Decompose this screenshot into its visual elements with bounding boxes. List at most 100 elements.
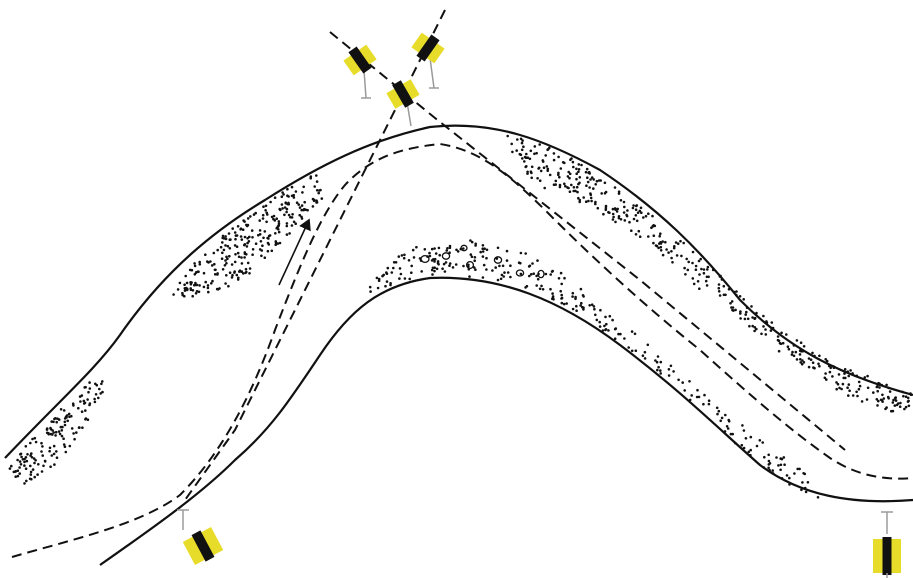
sediment-dot: [19, 460, 22, 463]
sediment-dot: [267, 242, 270, 245]
sediment-dot: [473, 259, 476, 262]
sediment-dot: [817, 496, 820, 499]
sediment-dot: [560, 283, 563, 286]
sediment-dot: [706, 268, 709, 271]
sediment-dot: [438, 254, 441, 257]
sediment-dot: [183, 295, 186, 298]
sediment-dot: [432, 267, 435, 270]
sediment-dot: [719, 420, 722, 423]
sediment-dot: [267, 250, 270, 253]
sediment-dot: [585, 171, 588, 174]
sediment-dot: [10, 465, 13, 468]
sediment-dot: [25, 480, 28, 483]
sediment-dot: [281, 195, 284, 198]
sediment-dot: [844, 368, 847, 371]
sediment-dot: [244, 243, 247, 246]
sediment-dot: [542, 160, 545, 163]
sediment-dot: [549, 273, 552, 276]
sediment-dot: [866, 375, 869, 378]
sediment-dot: [25, 467, 28, 470]
sediment-dot: [785, 333, 788, 336]
sediment-dot: [755, 328, 758, 331]
sediment-dot: [502, 265, 505, 268]
sediment-dot: [576, 186, 579, 189]
sediment-dot: [578, 168, 581, 171]
sediment-dot: [658, 235, 661, 238]
sediment-dot: [534, 145, 537, 148]
sediment-dot: [247, 262, 250, 265]
sediment-dot: [72, 404, 75, 407]
sediment-dot: [445, 249, 448, 252]
sediment-dot: [61, 435, 64, 438]
sediment-dot: [71, 427, 74, 430]
sediment-dot: [718, 287, 721, 290]
sediment-dot: [262, 205, 265, 208]
sediment-dot: [234, 253, 237, 256]
sediment-dot: [572, 308, 575, 311]
sediment-dot: [224, 282, 227, 285]
sediment-dot: [778, 340, 781, 343]
sediment-dot: [29, 478, 32, 481]
sediment-dot: [731, 300, 734, 303]
sediment-dot: [236, 274, 239, 277]
sediment-dot: [209, 260, 212, 263]
sediment-dot: [894, 404, 897, 407]
sediment-dot: [783, 463, 786, 466]
sediment-dot: [525, 165, 528, 168]
sediment-dot: [700, 268, 703, 271]
sediment-dot: [547, 148, 550, 151]
sediment-dot: [252, 248, 255, 251]
sediment-dot: [852, 394, 855, 397]
sediment-dot: [623, 211, 626, 214]
sediment-dot: [727, 419, 730, 422]
sediment-dot: [262, 214, 265, 217]
sediment-dot: [198, 284, 201, 287]
sediment-dot: [46, 427, 49, 430]
pebble-icon: [442, 253, 449, 259]
sediment-dot: [519, 262, 522, 265]
sediment-dot: [20, 463, 23, 466]
sediment-dot: [84, 402, 87, 405]
sediment-dot: [645, 215, 648, 218]
sediment-dot: [724, 414, 727, 417]
sediment-dot: [191, 269, 194, 272]
sediment-dot: [640, 211, 643, 214]
sediment-dot: [626, 215, 629, 218]
sediment-dot: [244, 272, 247, 275]
sediment-dot: [25, 445, 28, 448]
sediment-dot: [284, 206, 287, 209]
sediment-dot: [207, 287, 210, 290]
sediment-dot: [500, 278, 503, 281]
sediment-dot: [600, 192, 603, 195]
sediment-dot: [598, 179, 601, 182]
sediment-dot: [68, 416, 71, 419]
sediment-dot: [780, 464, 783, 467]
sediment-dot: [412, 249, 415, 252]
sediment-dot: [581, 306, 584, 309]
sediment-dot: [391, 271, 394, 274]
sediment-dot: [404, 277, 407, 280]
sediment-dot: [586, 176, 589, 179]
sediment-dot: [521, 142, 524, 145]
sediment-dot: [191, 295, 194, 298]
sediment-dot: [691, 262, 694, 265]
sediment-dot: [707, 276, 710, 279]
sediment-dot: [532, 272, 535, 275]
sediment-dot: [502, 275, 505, 278]
sediment-dot: [30, 471, 33, 474]
sediment-dot: [262, 237, 265, 240]
sediment-dot: [588, 172, 591, 175]
sediment-dot: [467, 264, 470, 267]
sediment-dot: [642, 216, 645, 219]
sediment-dot: [264, 256, 267, 259]
sediment-dot: [779, 342, 782, 345]
sediment-dot: [216, 249, 219, 252]
sediment-dot: [656, 369, 659, 372]
sediment-dot: [524, 252, 527, 255]
sediment-dot: [271, 216, 274, 219]
sediment-dot: [237, 277, 240, 280]
sediment-dot: [520, 252, 523, 255]
sediment-dot: [204, 281, 207, 284]
sediment-dot: [588, 304, 591, 307]
sediment-dot: [291, 186, 294, 189]
